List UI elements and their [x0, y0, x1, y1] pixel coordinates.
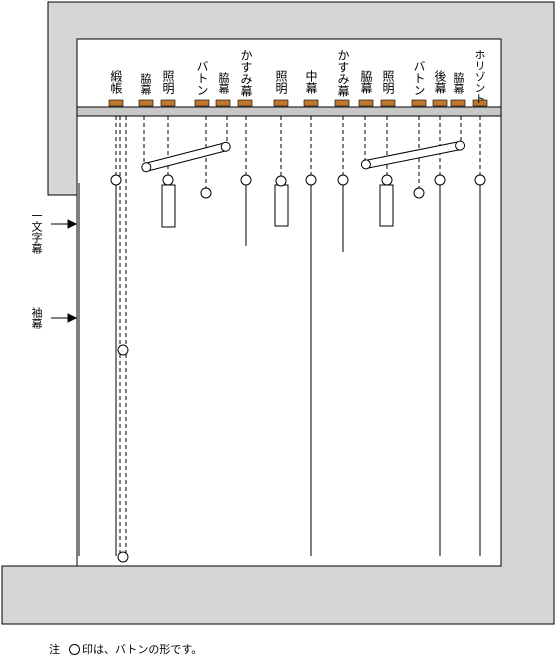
baton-circle-horizont — [474, 174, 486, 186]
footnote-text: 印は、バトンの形です。 — [82, 643, 203, 656]
lighting-unit-1 — [161, 184, 176, 228]
label-kasumimaku-2: かすみ幕 — [336, 49, 350, 97]
wing-batten-left — [141, 141, 231, 173]
label-kasumimaku-1: かすみ幕 — [239, 49, 253, 97]
lighting-unit-3 — [379, 184, 394, 227]
stage-area — [76, 38, 502, 567]
baton-circle-donchou-bottom — [117, 551, 129, 563]
label-shoumei-3: 照明 — [381, 70, 395, 94]
marker-nakamaku — [303, 99, 319, 107]
marker-donchou — [108, 99, 124, 107]
label-atomaku: 後幕 — [433, 70, 447, 94]
baton-circle-shoumei-2 — [275, 175, 287, 187]
label-ichimonji: 一文字幕 — [30, 210, 43, 254]
baton-circles — [110, 174, 486, 563]
proscenium-bar — [76, 106, 502, 117]
label-baton-2: バトン — [412, 60, 426, 96]
footnote-prefix: 注 — [49, 643, 60, 656]
label-wakimaku-3: 脇幕 — [359, 70, 373, 94]
footnote: 注 印は、バトンの形です。 — [49, 641, 202, 657]
label-donchou: 緞帳 — [109, 70, 123, 94]
baton-circle-kasumimaku-1 — [240, 174, 252, 186]
wing-batten-right — [360, 140, 466, 170]
lighting-unit-2 — [274, 184, 289, 227]
label-shoumei-2: 照明 — [274, 70, 288, 94]
label-wakimaku-1: 脇幕 — [139, 73, 152, 95]
label-horizont: ホリゾント — [473, 49, 486, 104]
label-shoumei-1: 照明 — [161, 70, 175, 94]
label-wakimaku-4: 脇幕 — [452, 72, 465, 94]
label-nakamaku: 中幕 — [304, 70, 318, 94]
baton-circle-kasumimaku-2 — [337, 174, 349, 186]
pipe-markers — [108, 99, 488, 107]
arrow-sodemaku-icon — [67, 313, 78, 323]
baton-circle-baton-2 — [413, 187, 425, 199]
baton-circle-atomaku — [434, 174, 446, 186]
baton-circle-shoumei-1 — [162, 174, 174, 186]
baton-circle-icon — [69, 644, 80, 655]
pointer-arrows — [51, 219, 78, 323]
curtain-lines — [78, 183, 481, 556]
lighting-units — [161, 184, 394, 228]
marker-horizont — [472, 99, 488, 107]
dashed-lines — [115, 116, 481, 556]
marker-kasumimaku-2 — [334, 99, 350, 107]
marker-shoumei-3 — [380, 99, 396, 107]
label-wakimaku-2: 脇幕 — [217, 72, 230, 94]
marker-baton-1 — [194, 99, 210, 107]
baton-circle-baton-1 — [200, 187, 212, 199]
label-sodemaku: 袖幕 — [30, 307, 43, 329]
marker-wakimaku-3 — [358, 99, 374, 107]
marker-wakimaku-2 — [215, 99, 231, 107]
marker-kasumimaku-1 — [237, 99, 253, 107]
marker-atomaku — [432, 99, 448, 107]
marker-shoumei-2 — [273, 99, 289, 107]
marker-shoumei-1 — [160, 99, 176, 107]
baton-circle-donchou-mid — [117, 344, 129, 356]
wing-battens — [141, 140, 466, 173]
baton-circle-donchou — [110, 174, 122, 186]
label-baton-1: バトン — [195, 60, 209, 96]
baton-circle-nakamaku — [305, 174, 317, 186]
arrow-ichimonji-icon — [67, 219, 78, 229]
marker-baton-2 — [411, 99, 427, 107]
marker-wakimaku-4 — [450, 99, 466, 107]
baton-circle-shoumei-3 — [381, 174, 393, 186]
marker-wakimaku-1 — [138, 99, 154, 107]
